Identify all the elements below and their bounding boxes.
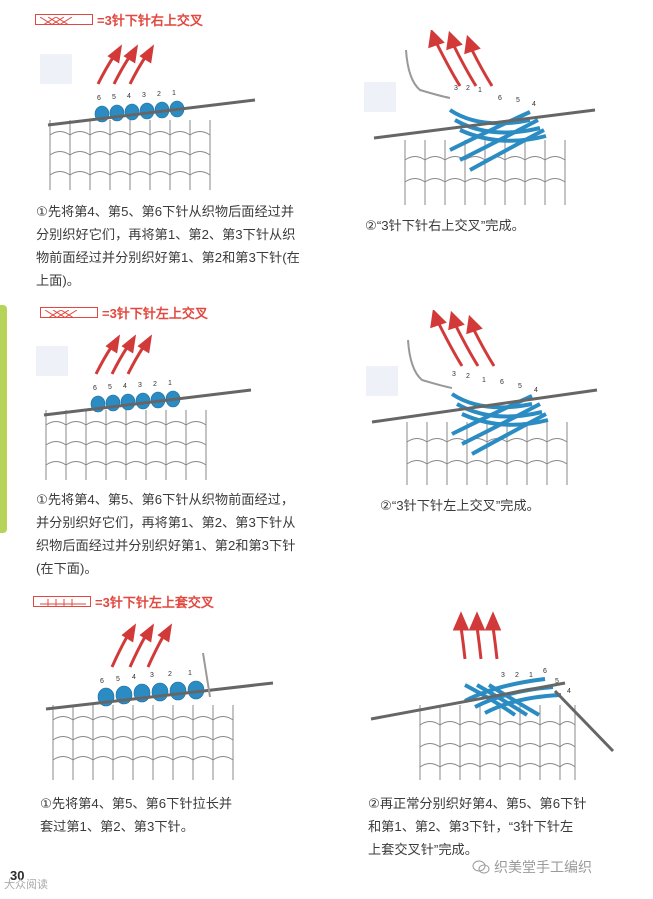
knitting-illustration-step2: 3 2 1 6 5 4 <box>360 30 600 210</box>
caption-line: 并分别织好它们，再将第1、第2、第3下针从 <box>36 511 356 534</box>
stitch-number: 2 <box>466 373 470 380</box>
cable-symbol-icon <box>35 14 93 25</box>
stitch-number: 4 <box>123 383 127 390</box>
section-3-caption-1: ①先将第4、第5、第6下针拉长并 套过第1、第2、第3下针。 <box>40 792 340 838</box>
stitch-number: 6 <box>500 379 504 386</box>
stitch-number: 5 <box>116 676 120 683</box>
stitch-number: 2 <box>466 85 470 92</box>
stitch-number: 1 <box>188 670 192 677</box>
needle-icon <box>48 100 255 125</box>
stitch-number: 3 <box>454 85 458 92</box>
section-2-caption-1: ①先将第4、第5、第6下针从织物前面经过， 并分别织好它们，再将第1、第2、第3… <box>36 488 356 580</box>
stitch-number: 5 <box>108 384 112 391</box>
caption-line: 和第1、第2、第3下针，“3针下针左 <box>368 815 653 838</box>
stitch-number: 2 <box>515 672 519 679</box>
stitch-number: 5 <box>516 97 520 104</box>
caption-line: (在下面)。 <box>36 557 356 580</box>
stitch-number: 2 <box>157 91 161 98</box>
watermark-right: 织美堂手工编织 <box>472 857 592 877</box>
section-title-text: =3针下针左上交叉 <box>102 303 208 322</box>
caption-line: ①先将第4、第5、第6下针从织物后面经过并 <box>36 200 346 223</box>
stitch-number: 3 <box>142 92 146 99</box>
stitch-number: 1 <box>478 87 482 94</box>
knitting-illustration-step2: 3 2 1 6 5 4 <box>365 605 615 785</box>
needle-icon <box>555 691 613 751</box>
stitch-number: 4 <box>127 93 131 100</box>
stitch-number: 3 <box>501 672 505 679</box>
wechat-icon <box>472 859 490 875</box>
stitch-number: 4 <box>532 101 536 108</box>
section-title-text: =3针下针左上套交叉 <box>95 592 214 611</box>
stitch-number: 2 <box>168 671 172 678</box>
caption-line: ①先将第4、第5、第6下针拉长并 <box>40 792 340 815</box>
caption-line: 织物后面经过并分别织好第1、第2和第3下针 <box>36 534 356 557</box>
stitch-number: 4 <box>534 387 538 394</box>
knitting-illustration-step1: 6 5 4 3 2 1 <box>40 40 260 200</box>
caption-line: 物前面经过并分别织好第1、第2和第3下针(在 <box>36 246 346 269</box>
stitch-number: 1 <box>529 672 533 679</box>
watermark-left: 大众阅读 <box>4 876 48 892</box>
caption-line: 上面)。 <box>36 269 346 292</box>
stitch-number: 3 <box>452 371 456 378</box>
caption-line: 套过第1、第2、第3下针。 <box>40 815 340 838</box>
stitch-number: 3 <box>138 382 142 389</box>
section-title-text: =3针下针右上交叉 <box>97 10 203 29</box>
side-tab <box>0 305 7 533</box>
caption-line: ②再正常分别织好第4、第5、第6下针 <box>368 792 653 815</box>
stitch-number: 6 <box>543 668 547 675</box>
placeholder-box <box>40 54 72 84</box>
stitch-number: 5 <box>518 383 522 390</box>
section-1-caption-2: ②“3针下针右上交叉”完成。 <box>365 214 525 237</box>
section-3-title: =3针下针左上套交叉 <box>33 592 214 611</box>
stitch-number: 4 <box>132 674 136 681</box>
knitting-illustration-step2: 3 2 1 6 5 4 <box>362 310 602 490</box>
section-2-title: =3针下针左上交叉 <box>40 303 208 322</box>
stitch-number: 1 <box>172 90 176 97</box>
knitting-illustration-step1: 6 5 4 3 2 1 <box>36 330 256 490</box>
stitch-number: 1 <box>168 380 172 387</box>
stitch-number: 6 <box>100 678 104 685</box>
stitch-number: 3 <box>150 672 154 679</box>
stitch-number: 4 <box>567 688 571 695</box>
stitch-number: 6 <box>498 95 502 102</box>
red-arrow-icons <box>98 48 152 84</box>
caption-line: ①先将第4、第5、第6下针从织物前面经过， <box>36 488 356 511</box>
cable-symbol-icon <box>40 307 98 318</box>
section-1-title: =3针下针右上交叉 <box>35 10 203 29</box>
section-1-caption-1: ①先将第4、第5、第6下针从织物后面经过并 分别织好它们，再将第1、第2、第3下… <box>36 200 346 292</box>
section-2-caption-2: ②“3针下针左上交叉”完成。 <box>380 494 540 517</box>
needle-icon <box>44 390 251 415</box>
stitch-number: 2 <box>153 381 157 388</box>
watermark-text: 织美堂手工编织 <box>494 857 592 877</box>
stitch-number: 5 <box>112 94 116 101</box>
section-3-caption-2: ②再正常分别织好第4、第5、第6下针 和第1、第2、第3下针，“3针下针左 上套… <box>368 792 653 861</box>
cable-symbol-icon <box>33 596 91 607</box>
stitch-number: 6 <box>93 385 97 392</box>
knitting-illustration-step1: 6 5 4 3 2 1 <box>38 615 278 785</box>
stitch-number: 1 <box>482 377 486 384</box>
caption-line: 分别织好它们，再将第1、第2、第3下针从织 <box>36 223 346 246</box>
stitch-number: 6 <box>97 95 101 102</box>
